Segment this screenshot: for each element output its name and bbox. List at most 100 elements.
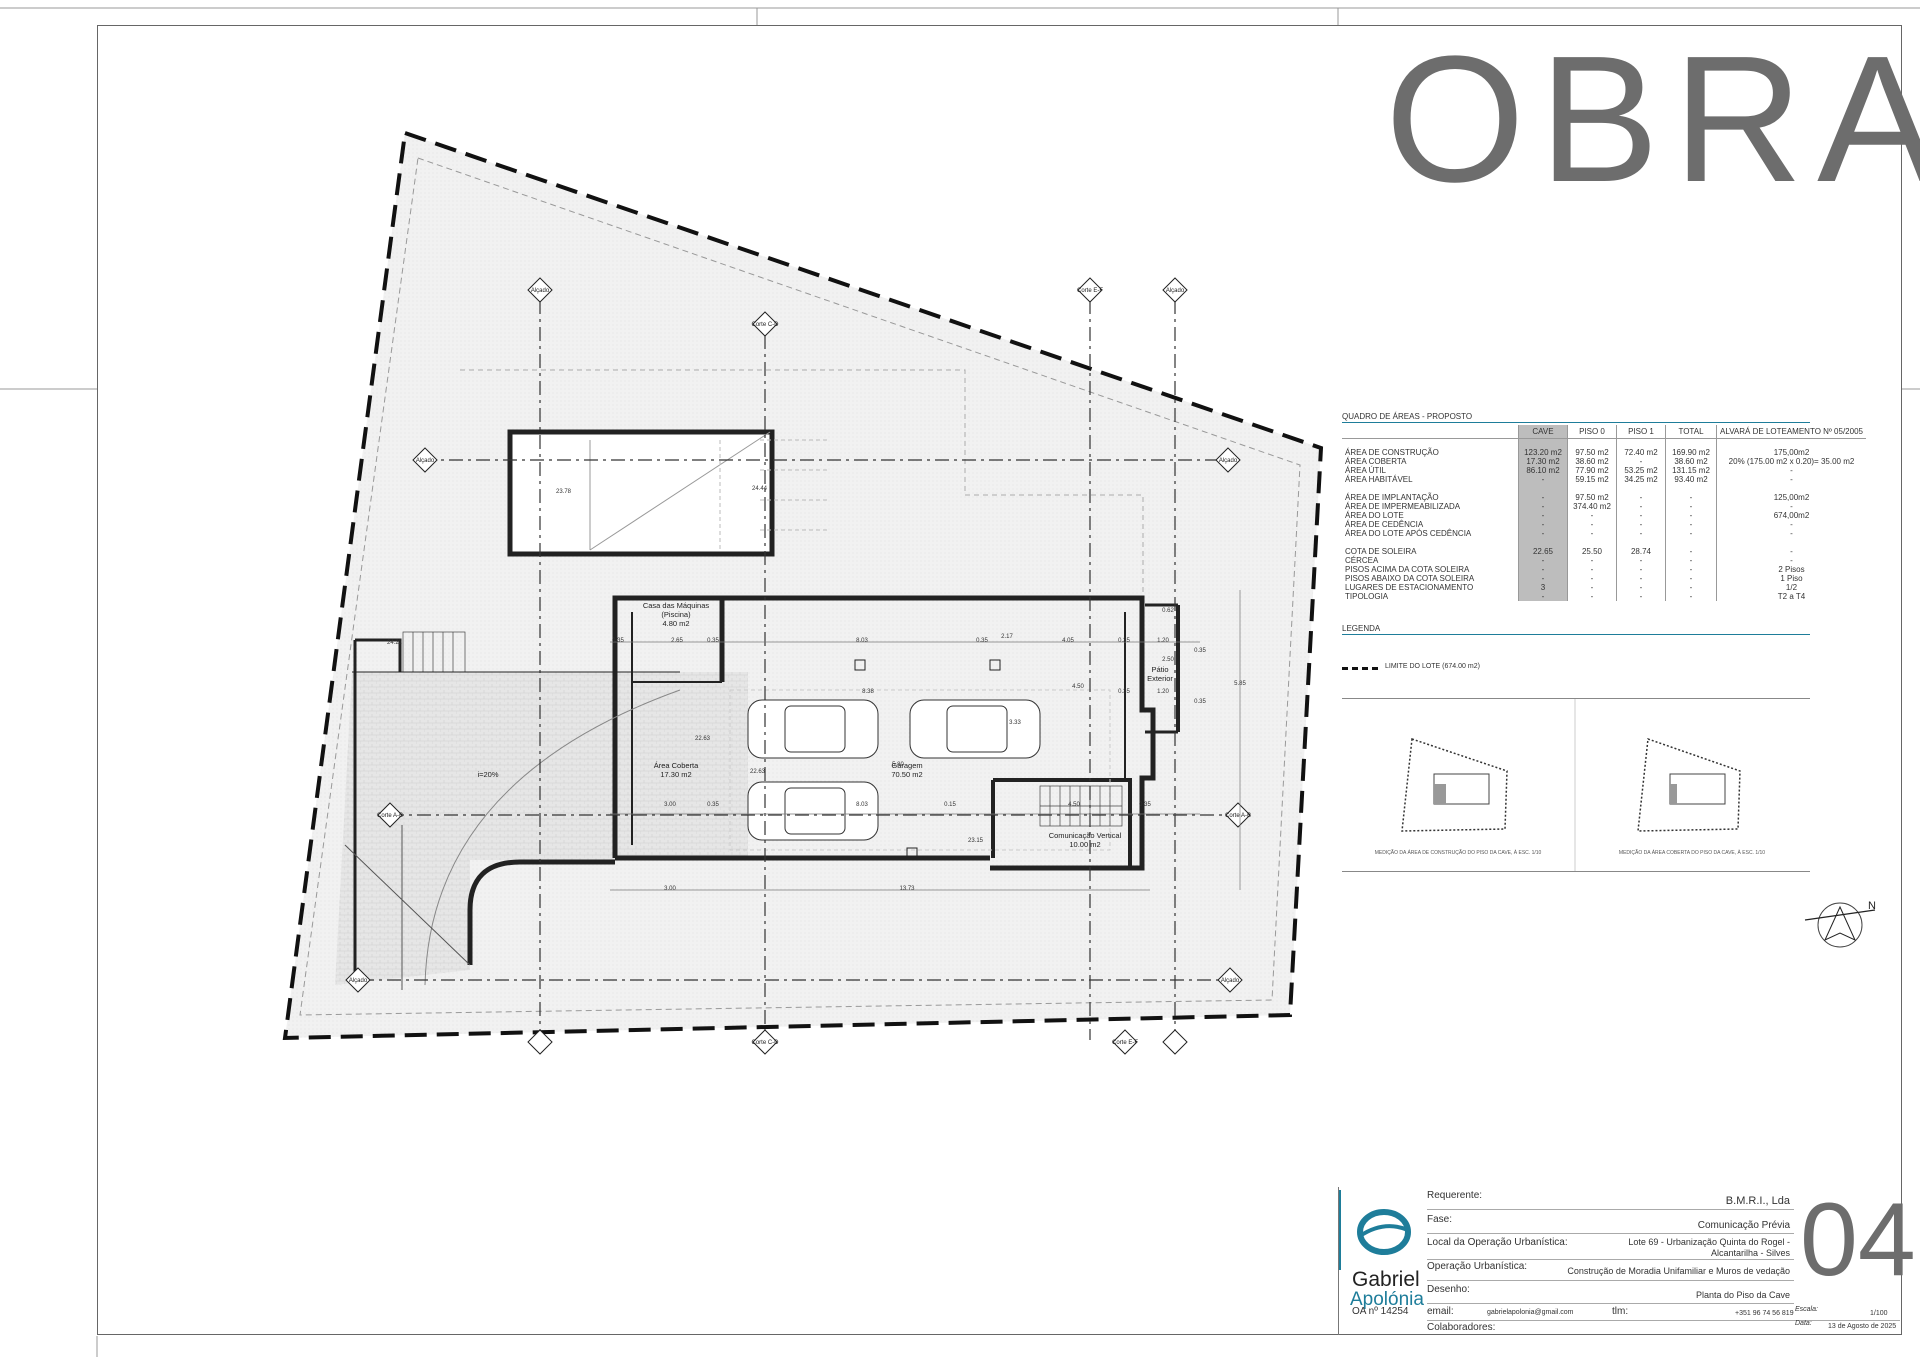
areas-row: ÁREA DE IMPLANTAÇÃO-97.50 m2--125,00m2	[1342, 493, 1866, 502]
svg-text:0.35: 0.35	[1139, 802, 1151, 808]
legend-lot-line	[1342, 667, 1378, 670]
floor-plan: 23.78 24.44	[282, 130, 1324, 1055]
value-data: 13 de Agosto de 2025	[1828, 1323, 1897, 1330]
svg-text:Alçado: Alçado	[1166, 288, 1185, 294]
svg-text:0.35: 0.35	[707, 802, 719, 808]
section-marker-labels: Corte C-D Corte E-F Corte A-B Corte A-B …	[349, 288, 1251, 1046]
sheet-number: 04	[1800, 1182, 1916, 1298]
oa-number: OA nº 14254	[1352, 1306, 1409, 1317]
svg-text:Corte E-F: Corte E-F	[1077, 288, 1103, 294]
svg-text:0.35: 0.35	[1118, 689, 1130, 695]
svg-text:4.50: 4.50	[1068, 802, 1080, 808]
label-local: Local da Operação Urbanística:	[1427, 1237, 1568, 1248]
value-operacao: Construção de Moradia Unifamiliar e Muro…	[1567, 1266, 1790, 1276]
car-1	[747, 699, 879, 759]
areas-row	[1342, 484, 1866, 493]
building-walls	[612, 595, 1180, 871]
svg-text:0.15: 0.15	[944, 802, 956, 808]
svg-text:0.35: 0.35	[1194, 648, 1206, 654]
svg-text:3.00: 3.00	[664, 886, 676, 892]
svg-text:Alçado: Alçado	[1219, 458, 1238, 464]
svg-text:17.30 m2: 17.30 m2	[660, 770, 691, 779]
upper-floor-outline	[460, 369, 1144, 677]
logo: Gabriel Apolónia	[1338, 1190, 1424, 1320]
slope-label: i=20%	[477, 770, 498, 779]
logo-name: Gabriel	[1352, 1268, 1420, 1291]
logo-icon	[1339, 1190, 1411, 1270]
thumb2-caption: MEDIÇÃO DA ÁREA COBERTA DO PISO DA CAVE,…	[1618, 850, 1766, 856]
svg-text:N: N	[1868, 900, 1876, 912]
pool-level-2: 24.44	[752, 486, 768, 492]
car-2	[909, 699, 1041, 759]
svg-text:0.35: 0.35	[976, 638, 988, 644]
label-escala: Escala:	[1795, 1306, 1818, 1313]
title-block	[1338, 1187, 1901, 1335]
value-local-1: Lote 69 - Urbanização Quinta do Rogel -	[1628, 1237, 1790, 1247]
svg-text:0.35: 0.35	[612, 638, 624, 644]
value-requerente: B.M.R.I., Lda	[1725, 1195, 1790, 1207]
svg-text:70.50 m2: 70.50 m2	[891, 770, 922, 779]
label-data: Data:	[1795, 1320, 1812, 1327]
svg-text:0.35: 0.35	[707, 638, 719, 644]
svg-text:5.80: 5.80	[892, 762, 904, 768]
svg-text:24.22: 24.22	[387, 640, 403, 646]
label-colaboradores: Colaboradores:	[1427, 1322, 1496, 1333]
lot-boundary	[282, 130, 1324, 1041]
thumbnail-drawings	[1401, 699, 1741, 871]
svg-text:0.35: 0.35	[1118, 638, 1130, 644]
areas-row	[1342, 538, 1866, 547]
svg-text:4.05: 4.05	[1062, 638, 1074, 644]
label-tlm: tlm:	[1612, 1306, 1629, 1317]
section-markers	[345, 277, 1251, 1055]
ramp-wall	[467, 859, 615, 965]
svg-text:Alçado: Alçado	[1221, 978, 1240, 984]
svg-text:0.35: 0.35	[1194, 699, 1206, 705]
room-patio: Pátio	[1151, 665, 1168, 674]
room-area-coberta: Área Coberta	[654, 761, 699, 770]
north-arrow-icon: N	[1804, 900, 1876, 948]
svg-text:1.20: 1.20	[1157, 638, 1169, 644]
value-tlm: +351 96 74 56 819	[1735, 1310, 1794, 1317]
svg-text:13.73: 13.73	[899, 886, 915, 892]
svg-text:Corte E-F: Corte E-F	[1112, 1040, 1138, 1046]
room-garagem: Garagem	[891, 761, 922, 770]
areas-table: CAVE PISO 0 PISO 1 TOTAL ALVARÁ DE LOTEA…	[1342, 425, 1866, 601]
value-escala: 1/100	[1870, 1310, 1888, 1317]
car-3	[747, 781, 879, 841]
pool-level: 23.78	[556, 489, 572, 495]
areas-row: ÁREA DE IMPERMEABILIZADA-374.40 m2---	[1342, 502, 1866, 511]
room-casa-maquinas: Casa das Máquinas	[643, 601, 710, 610]
value-email: gabrielapolonia@gmail.com	[1487, 1309, 1574, 1316]
svg-text:Alçado: Alçado	[531, 288, 550, 294]
svg-text:Corte C-D: Corte C-D	[751, 1040, 779, 1046]
areas-row: CÉRCEA-----	[1342, 556, 1866, 565]
svg-text:4.80 m2: 4.80 m2	[662, 619, 689, 628]
areas-row: TIPOLOGIA----T2 a T4	[1342, 592, 1866, 601]
svg-text:Corte A-B: Corte A-B	[377, 813, 403, 819]
svg-text:2.17: 2.17	[1001, 634, 1013, 640]
label-desenho: Desenho:	[1427, 1284, 1470, 1295]
value-local-2: Alcantarilha - Silves	[1710, 1248, 1790, 1258]
svg-text:23.15: 23.15	[968, 838, 984, 844]
areas-row: PISOS ABAIXO DA COTA SOLEIRA----1 Piso	[1342, 574, 1866, 583]
label-operacao: Operação Urbanística:	[1427, 1261, 1528, 1272]
areas-row: PISOS ACIMA DA COTA SOLEIRA----2 Pisos	[1342, 565, 1866, 574]
label-email: email:	[1427, 1306, 1454, 1317]
sheet-border	[97, 25, 1902, 1335]
svg-text:1.20: 1.20	[1157, 689, 1169, 695]
setback-line	[299, 157, 1301, 1016]
value-desenho: Planta do Piso da Cave	[1695, 1290, 1790, 1300]
areas-row: ÁREA DE CEDÊNCIA-----	[1342, 520, 1866, 529]
svg-text:Alçado: Alçado	[349, 978, 368, 984]
section-lines	[360, 300, 1240, 1040]
svg-text:22.63: 22.63	[750, 769, 766, 775]
area-thumbnails: MEDIÇÃO DA ÁREA DE CONSTRUÇÃO DO PISO DA…	[1342, 698, 1810, 872]
svg-text:2.65: 2.65	[671, 638, 683, 644]
legend-lot-label: LIMITE DO LOTE (674.00 m2)	[1385, 663, 1480, 670]
paved-courtyard	[335, 672, 748, 985]
